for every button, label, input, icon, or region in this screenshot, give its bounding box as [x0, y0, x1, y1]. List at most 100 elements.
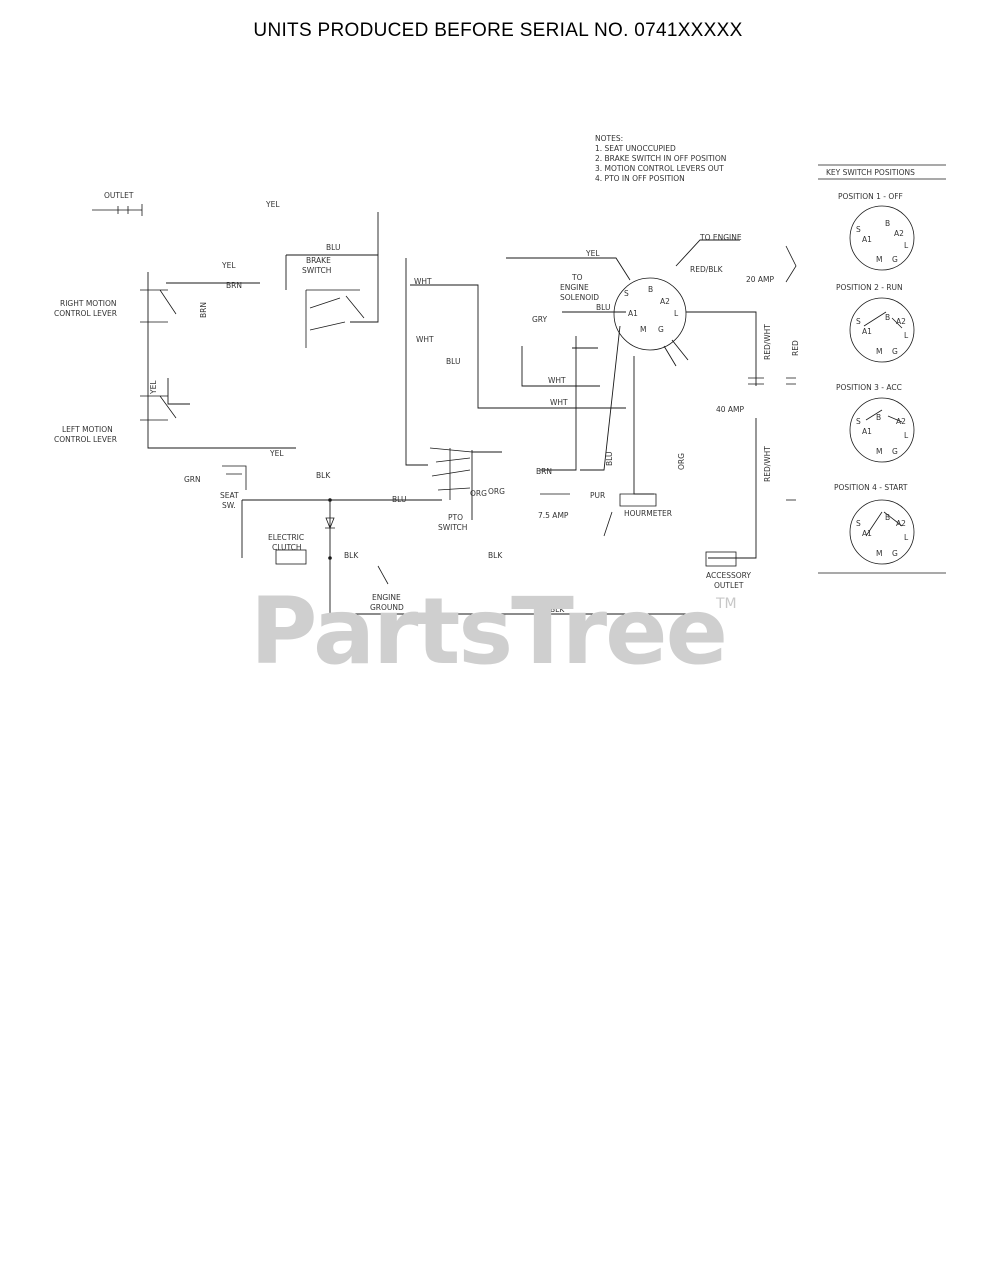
wht-vertical-wire: [405, 258, 428, 466]
fuse-20-label: 20 AMP: [746, 275, 775, 284]
svg-text:L: L: [904, 241, 909, 250]
svg-text:L: L: [674, 309, 679, 318]
key-switch-dial: B A1 A2 L M G S: [849, 205, 915, 271]
svg-text:S: S: [856, 317, 861, 326]
notes-heading: NOTES:: [595, 134, 623, 143]
engine-ground-label: ENGINE: [372, 593, 401, 602]
accessory-outlet-symbol: [705, 551, 737, 567]
left-motion-label: LEFT MOTION: [62, 425, 113, 434]
ground-lead: [377, 565, 389, 585]
seat-switch-label: SW.: [222, 501, 236, 510]
wht-loop-wire: [521, 346, 600, 387]
svg-text:A1: A1: [862, 235, 872, 244]
red-wht-wire: [686, 311, 757, 386]
key-switch-heading: KEY SWITCH POSITIONS: [826, 168, 915, 177]
seat-switch-symbol: [222, 465, 247, 490]
svg-text:G: G: [892, 347, 898, 356]
junction-dot: [328, 556, 332, 560]
key-position-label: POSITION 4 - START: [834, 483, 908, 492]
wire-label: RED/WHT: [763, 324, 772, 360]
electric-clutch-label: ELECTRIC: [268, 533, 304, 542]
to-engine-top-label: TO ENGINE: [699, 233, 742, 242]
key-switch-dial: B A1 A2 L M G S: [849, 297, 915, 363]
wire-label: YEL: [221, 261, 236, 270]
fuse-75-label: 7.5 AMP: [538, 511, 569, 520]
key-position-label: POSITION 1 - OFF: [838, 192, 903, 201]
wire-label: WHT: [550, 398, 568, 407]
key-switch-panel: KEY SWITCH POSITIONS POSITION 1 - OFF B …: [818, 164, 946, 574]
svg-text:G: G: [892, 549, 898, 558]
svg-text:B: B: [876, 413, 881, 422]
wire-label: YEL: [149, 380, 158, 395]
svg-text:B: B: [885, 313, 890, 322]
accessory-outlet-label: OUTLET: [714, 581, 744, 590]
left-lever-jumper: [167, 378, 190, 405]
wire-label: RED: [791, 340, 800, 356]
wire-label: WHT: [548, 376, 566, 385]
key-position-label: POSITION 2 - RUN: [836, 283, 903, 292]
left-lever-switch: [140, 395, 177, 421]
wire-label: BLK: [316, 471, 331, 480]
brn-wire: [540, 336, 577, 471]
wire-label: WHT: [416, 335, 434, 344]
svg-text:M: M: [876, 447, 882, 456]
pto-switch-contacts: [429, 447, 473, 500]
wire-label: GRY: [532, 315, 548, 324]
hourmeter-symbol: [540, 493, 657, 507]
key-switch-main: [613, 277, 687, 351]
svg-text:G: G: [892, 255, 898, 264]
svg-text:A2: A2: [896, 417, 906, 426]
svg-text:S: S: [856, 225, 861, 234]
page-title: UNITS PRODUCED BEFORE SERIAL NO. 0741XXX…: [253, 20, 743, 41]
watermark-tm: TM: [716, 596, 737, 612]
blk-ground-wire: [329, 500, 694, 615]
wire-label: YEL: [265, 200, 280, 209]
wht-horizontal-wire: [410, 284, 626, 409]
note-item: 2. BRAKE SWITCH IN OFF POSITION: [595, 154, 726, 163]
svg-text:L: L: [904, 331, 909, 340]
note-item: 3. MOTION CONTROL LEVERS OUT: [595, 164, 724, 173]
svg-text:S: S: [624, 289, 629, 298]
seat-switch-label: SEAT: [220, 491, 239, 500]
svg-text:A1: A1: [862, 427, 872, 436]
wire-label: ORG: [488, 487, 505, 496]
pto-switch-label: SWITCH: [438, 523, 467, 532]
wire-label: ORG: [677, 453, 686, 470]
accessory-outlet-label: ACCESSORY: [706, 571, 751, 580]
wires: [92, 204, 797, 615]
right-motion-label: RIGHT MOTION: [60, 299, 117, 308]
pto-switch-label: PTO: [448, 513, 463, 522]
outlet-label: OUTLET: [104, 191, 134, 200]
fuse-20-symbol: [785, 245, 797, 283]
right-lever-switch: [140, 289, 177, 323]
svg-text:A1: A1: [862, 327, 872, 336]
svg-text:A1: A1: [628, 309, 638, 318]
pto-switch-wire: [471, 450, 502, 520]
svg-text:A2: A2: [896, 519, 906, 528]
wire-label: BLU: [326, 243, 340, 252]
yel-key-wire: [506, 257, 631, 281]
wire-label: PUR: [590, 491, 605, 500]
outlet-symbol: [92, 204, 143, 216]
watermark-logo: PartsTree: [250, 578, 728, 685]
fuse-40-symbol: [748, 377, 764, 385]
wire-label: RED/WHT: [763, 446, 772, 482]
svg-text:B: B: [885, 219, 890, 228]
wire-label: BLU: [446, 357, 460, 366]
right-motion-label: CONTROL LEVER: [54, 309, 117, 318]
component-labels: OUTLET BRAKE SWITCH RIGHT MOTION CONTROL…: [54, 191, 775, 612]
red-blk-wire: [675, 239, 740, 267]
fuse-40-label: 40 AMP: [716, 405, 745, 414]
hourmeter-lead: [603, 511, 613, 537]
to-engine-label: ENGINE: [560, 283, 589, 292]
diode-symbol: [325, 517, 335, 530]
svg-text:M: M: [876, 549, 882, 558]
key-switch-dial: B A1 A2 L M G S: [849, 499, 915, 565]
wire-label: ORG: [470, 489, 487, 498]
electric-clutch-label: CLUTCH: [272, 543, 302, 552]
wire-label: YEL: [269, 449, 284, 458]
svg-text:M: M: [640, 325, 646, 334]
key-switch-dial: B A1 A2 L M G S: [849, 397, 915, 463]
wire-label: GRN: [184, 475, 201, 484]
